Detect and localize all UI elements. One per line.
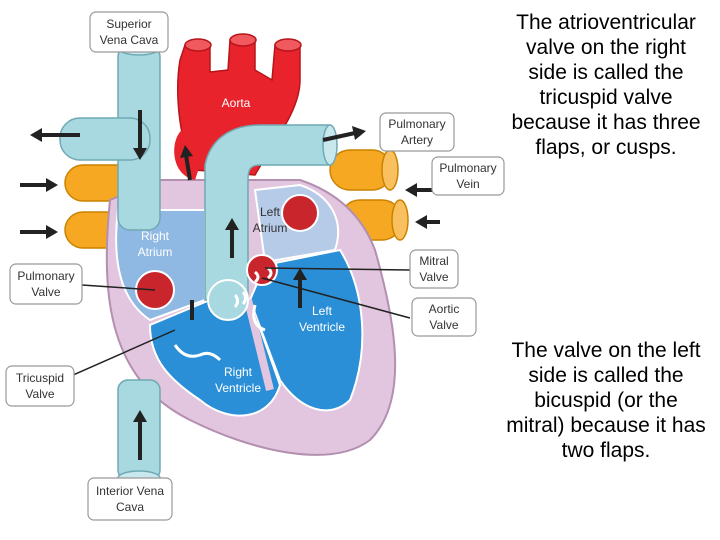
right-ventricle-label: Right Ventricle [215, 365, 261, 395]
svg-text:Vein: Vein [456, 177, 479, 191]
left-atrium-label: Left Atrium [253, 205, 288, 235]
left-atrium-disc [281, 194, 319, 232]
svg-text:Left: Left [260, 205, 281, 219]
svg-text:Aortic: Aortic [429, 302, 460, 316]
svg-text:Pulmonary: Pulmonary [388, 117, 445, 131]
svg-text:Pulmonary: Pulmonary [17, 269, 74, 283]
svg-text:Valve: Valve [429, 318, 458, 332]
right-atrium-label: Right Atrium [138, 229, 173, 259]
left-ventricle [248, 248, 364, 412]
svg-text:Pulmonary: Pulmonary [439, 161, 496, 175]
svg-text:Valve: Valve [419, 270, 448, 284]
pulmonary-artery [204, 124, 338, 301]
svg-text:Atrium: Atrium [253, 221, 288, 235]
svg-text:Valve: Valve [31, 285, 60, 299]
bicuspid-explanation: The valve on the left side is called the… [506, 339, 706, 462]
svg-text:Ventricle: Ventricle [215, 381, 261, 395]
svg-text:Mitral: Mitral [419, 254, 448, 268]
label-inferior-vena-cava: Interior Vena Cava [87, 477, 173, 521]
right-ventricle [148, 299, 282, 417]
valve-cusps [173, 266, 273, 362]
svg-text:Cava: Cava [116, 500, 144, 514]
svg-text:Interior Vena: Interior Vena [96, 484, 164, 498]
svg-text:Tricuspid: Tricuspid [16, 371, 64, 385]
svg-text:Superior: Superior [106, 17, 151, 31]
svg-text:Artery: Artery [401, 133, 433, 147]
svg-text:Left: Left [312, 304, 333, 318]
label-superior-vena-cava: Superior Vena Cava [89, 11, 169, 53]
label-pulmonary-vein: Pulmonary Vein [431, 156, 505, 196]
septum [244, 299, 274, 391]
label-mitral-valve: Mitral Valve [409, 249, 459, 289]
svg-text:Right: Right [141, 229, 170, 243]
svg-text:Vena Cava: Vena Cava [100, 33, 159, 47]
svg-text:Valve: Valve [25, 387, 54, 401]
aorta-label: Aorta [222, 96, 251, 110]
label-pulmonary-valve: Pulmonary Valve [9, 263, 83, 305]
svg-text:Right: Right [224, 365, 253, 379]
label-tricuspid-valve: Tricuspid Valve [5, 365, 75, 407]
svg-text:Atrium: Atrium [138, 245, 173, 259]
pulmonary-valve-disc [207, 279, 249, 321]
svg-text:Ventricle: Ventricle [299, 320, 345, 334]
pulmonary-veins-right [329, 149, 409, 241]
label-pulmonary-artery: Pulmonary Artery [379, 112, 455, 152]
tricuspid-explanation: The atrioventricular valve on the right … [511, 11, 701, 159]
leader-lines [54, 267, 411, 384]
left-ventricle-label: Left Ventricle [299, 304, 345, 334]
label-aortic-valve: Aortic Valve [411, 297, 477, 337]
